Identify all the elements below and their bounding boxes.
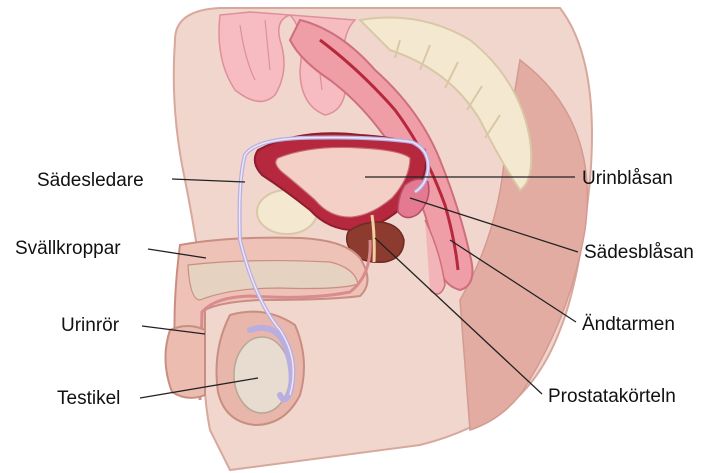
erectile-tissue-stripe	[187, 259, 359, 301]
urethra-line	[198, 239, 372, 401]
buttock-shade	[459, 58, 589, 432]
leader-prostate	[374, 237, 543, 395]
label-vas-deferens: Sädesledare	[37, 170, 144, 191]
glans	[164, 325, 206, 399]
leader-urethra	[141, 325, 206, 335]
rectum-body	[288, 18, 474, 292]
leader-rectum	[449, 239, 577, 323]
leader-erectile	[147, 248, 207, 259]
vas-deferens-duct-inner	[238, 136, 429, 396]
leader-seminal-vesicle	[409, 197, 579, 253]
sacrum-bone	[357, 16, 533, 192]
label-erectile-tissue: Svällkroppar	[15, 238, 121, 259]
epididymis	[247, 324, 295, 403]
prostatic-urethra	[370, 214, 376, 263]
sacrum-segments	[394, 39, 501, 139]
label-prostate: Prostatakörteln	[548, 386, 676, 407]
label-rectum: Ändtarmen	[582, 314, 675, 335]
rectum-wall-lower	[424, 219, 446, 295]
leader-vas-deferens	[171, 178, 246, 183]
leader-lines	[139, 176, 579, 399]
label-bladder: Urinblåsan	[582, 168, 673, 189]
leader-testis	[139, 377, 259, 399]
bladder-lumen	[275, 146, 411, 218]
label-seminal-vesicle: Sädesblåsan	[584, 242, 694, 263]
label-testis: Testikel	[57, 388, 120, 409]
label-urethra: Urinrör	[61, 315, 120, 336]
